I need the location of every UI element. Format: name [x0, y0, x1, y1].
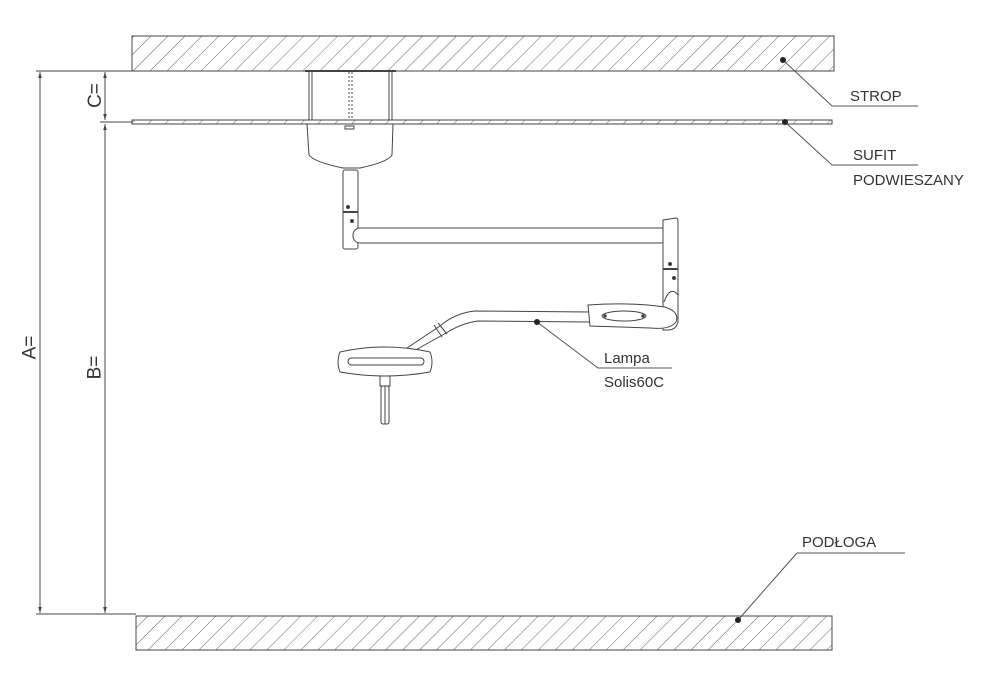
label-lampa: Lampa	[604, 350, 650, 367]
suspended-ceiling	[131, 119, 833, 125]
ceiling-slab	[131, 35, 835, 72]
lamp-ceiling-mount	[305, 70, 396, 250]
lamp-vertical-joint	[662, 217, 679, 331]
lamp-head	[337, 346, 433, 425]
leader-lines	[536, 59, 918, 621]
label-sufit: SUFIT	[853, 147, 897, 164]
floor-slab	[135, 615, 833, 651]
label-lamp-model: Solis60C	[604, 374, 665, 391]
dimension-a-label: A=	[19, 335, 41, 360]
label-podloga: PODŁOGA	[802, 534, 877, 551]
lamp-spring-arm	[403, 303, 678, 353]
dimension-b-label: B=	[84, 355, 106, 380]
label-strop: STROP	[850, 88, 902, 105]
label-podwieszany: PODWIESZANY	[853, 172, 964, 189]
lamp-horizontal-arm	[352, 227, 669, 244]
dimension-c-label: C=	[84, 83, 106, 108]
